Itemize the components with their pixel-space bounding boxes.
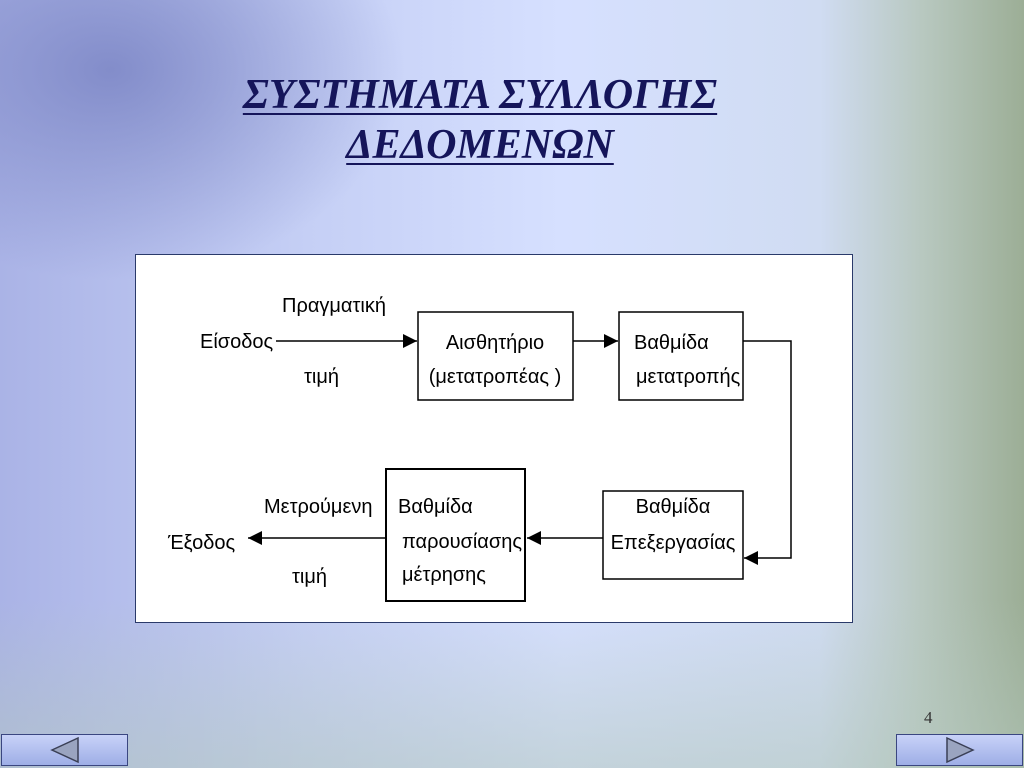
display-block	[385, 468, 526, 602]
output-value-label-line-1: Μετρούμενη	[264, 496, 372, 518]
conversion-to-processing-arrow	[743, 340, 792, 565]
sensor-block-line-2: (μετατροπέας )	[429, 366, 562, 388]
display-block-line-3: μέτρησης	[402, 564, 486, 586]
display-block-line-2: παρουσίασης	[402, 531, 522, 553]
processing-block-line-1: Βαθμίδα	[636, 496, 711, 518]
slide-title-line-1: ΣΥΣΤΗΜΑΤΑ ΣΥΛΛΟΓΗΣ	[242, 72, 718, 118]
page-number: 4	[924, 708, 933, 727]
slide-title-line-2: ΔΕΔΟΜΕΝΩΝ	[346, 122, 614, 168]
output-value-label-line-2: τιμή	[292, 566, 327, 588]
slide-title: ΣΥΣΤΗΜΑΤΑ ΣΥΛΛΟΓΗΣ ΔΕΔΟΜΕΝΩΝ	[0, 70, 960, 170]
triangle-left-icon	[50, 736, 79, 764]
display-block-line-1: Βαθμίδα	[398, 496, 473, 518]
conversion-block	[618, 311, 744, 401]
output-label: Έξοδος	[167, 532, 235, 554]
conversion-block-line-1: Βαθμίδα	[634, 332, 709, 354]
input-label: Είσοδος	[200, 331, 274, 353]
diagram-panel: Είσοδος Πραγματική τιμή Αισθητήριο (μετα…	[135, 254, 853, 623]
conversion-block-line-2: μετατροπής	[636, 366, 741, 388]
block-diagram: Είσοδος Πραγματική τιμή Αισθητήριο (μετα…	[167, 295, 792, 602]
previous-slide-button[interactable]	[1, 734, 128, 766]
next-slide-button[interactable]	[896, 734, 1023, 766]
sensor-block-line-1: Αισθητήριο	[446, 332, 544, 354]
input-value-label-line-1: Πραγματική	[282, 295, 386, 317]
processing-block-line-2: Επεξεργασίας	[611, 532, 736, 554]
processing-block	[602, 490, 744, 580]
input-value-label-line-2: τιμή	[304, 366, 339, 388]
triangle-right-icon	[946, 736, 975, 764]
sensor-block	[417, 311, 574, 401]
